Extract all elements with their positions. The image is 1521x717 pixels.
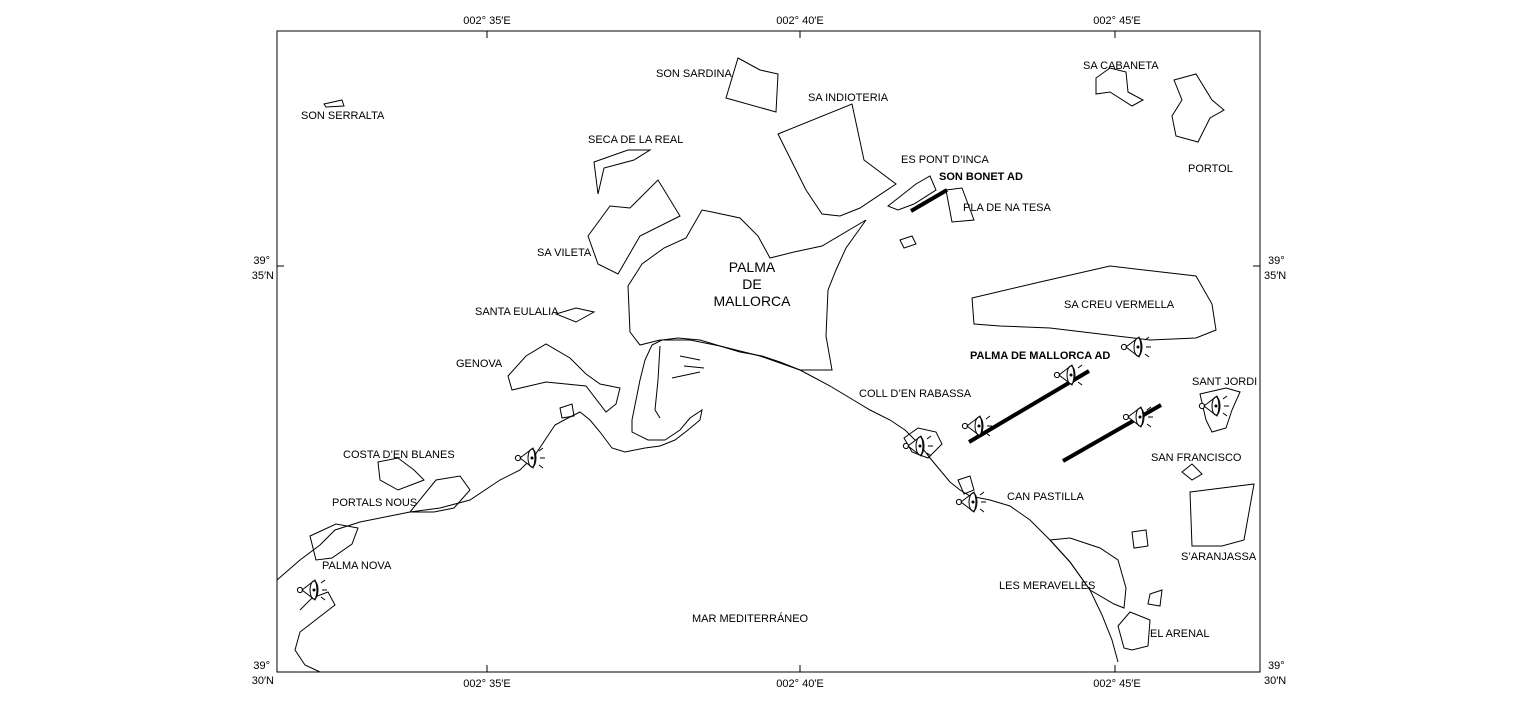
- lighthouse-icon: [1053, 364, 1085, 386]
- right-lat-30-deg: 39°: [1268, 660, 1285, 672]
- left-lat-35-min: 35′N: [252, 270, 274, 282]
- lighthouse-icon: [514, 447, 546, 469]
- top-lon-label-2: 002° 40′E: [776, 15, 823, 27]
- bottom-lon-label-3: 002° 45′E: [1093, 678, 1140, 690]
- label-costa-den-blanes: COSTA D’EN BLANES: [343, 449, 455, 461]
- label-portol: PORTOL: [1188, 163, 1233, 175]
- left-lat-30-min: 30′N: [252, 675, 274, 687]
- label-el-arenal: EL ARENAL: [1150, 628, 1210, 640]
- label-pla-de-na-tesa: PLA DE NA TESA: [963, 202, 1052, 214]
- coastline-west: [294, 591, 336, 673]
- right-lat-35-deg: 39°: [1268, 255, 1285, 267]
- label-sa-cabaneta: SA CABANETA: [1083, 60, 1159, 72]
- label-palma-nova: PALMA NOVA: [322, 560, 392, 572]
- label-palma-de-mallorca-ad: PALMA DE MALLORCA AD: [970, 350, 1110, 362]
- lighthouse-icon: [955, 491, 987, 513]
- top-lon-label-1: 002° 35′E: [463, 15, 510, 27]
- label-santa-eulalia: SANTA EULALIA: [475, 306, 559, 318]
- frame-ticks: [277, 31, 1260, 672]
- right-lat-35-min: 35′N: [1264, 270, 1286, 282]
- lighthouse-icon: [902, 435, 934, 457]
- label-son-serralta: SON SERRALTA: [301, 110, 385, 122]
- label-son-sardina: SON SARDINA: [656, 68, 732, 80]
- label-saranjassa: S’ARANJASSA: [1181, 551, 1257, 563]
- label-portals-nous: PORTALS NOUS: [332, 497, 417, 509]
- label-coll-den-rabassa: COLL D’EN RABASSA: [859, 388, 972, 400]
- label-genova: GENOVA: [456, 358, 503, 370]
- label-can-pastilla: CAN PASTILLA: [1007, 491, 1084, 503]
- label-palma-de: DE: [742, 276, 761, 292]
- port-breakwater: [654, 345, 705, 419]
- left-lat-30-deg: 39°: [253, 660, 270, 672]
- label-san-francisco: SAN FRANCISCO: [1151, 452, 1242, 464]
- label-mar-mediterraneo: MAR MEDITERRÁNEO: [692, 612, 809, 625]
- label-palma: PALMA: [729, 259, 776, 275]
- chart-frame: [276, 30, 1261, 673]
- lighthouse-icon: [296, 579, 328, 601]
- label-palma-mallorca: MALLORCA: [713, 293, 791, 309]
- label-sa-creu-vermella: SA CREU VERMELLA: [1064, 299, 1175, 311]
- label-sa-indioteria: SA INDIOTERIA: [808, 92, 889, 104]
- right-lat-30-min: 30′N: [1264, 675, 1286, 687]
- label-les-meravelles: LES MERAVELLES: [999, 580, 1095, 592]
- left-lat-35-deg: 39°: [253, 255, 270, 267]
- label-sa-vileta: SA VILETA: [537, 247, 592, 259]
- label-sant-jordi: SANT JORDI: [1192, 376, 1257, 388]
- label-seca-de-la-real: SECA DE LA REAL: [588, 134, 683, 146]
- bottom-lon-label-2: 002° 40′E: [776, 678, 823, 690]
- runway-symbol: [909, 188, 1162, 463]
- top-lon-label-3: 002° 45′E: [1093, 15, 1140, 27]
- bottom-lon-label-1: 002° 35′E: [463, 678, 510, 690]
- lighthouse-icon: [1198, 395, 1230, 417]
- settlement-areas: [309, 57, 1255, 651]
- label-es-pont-dinca: ES PONT D’INCA: [901, 154, 989, 166]
- label-son-bonet-ad: SON BONET AD: [939, 171, 1023, 183]
